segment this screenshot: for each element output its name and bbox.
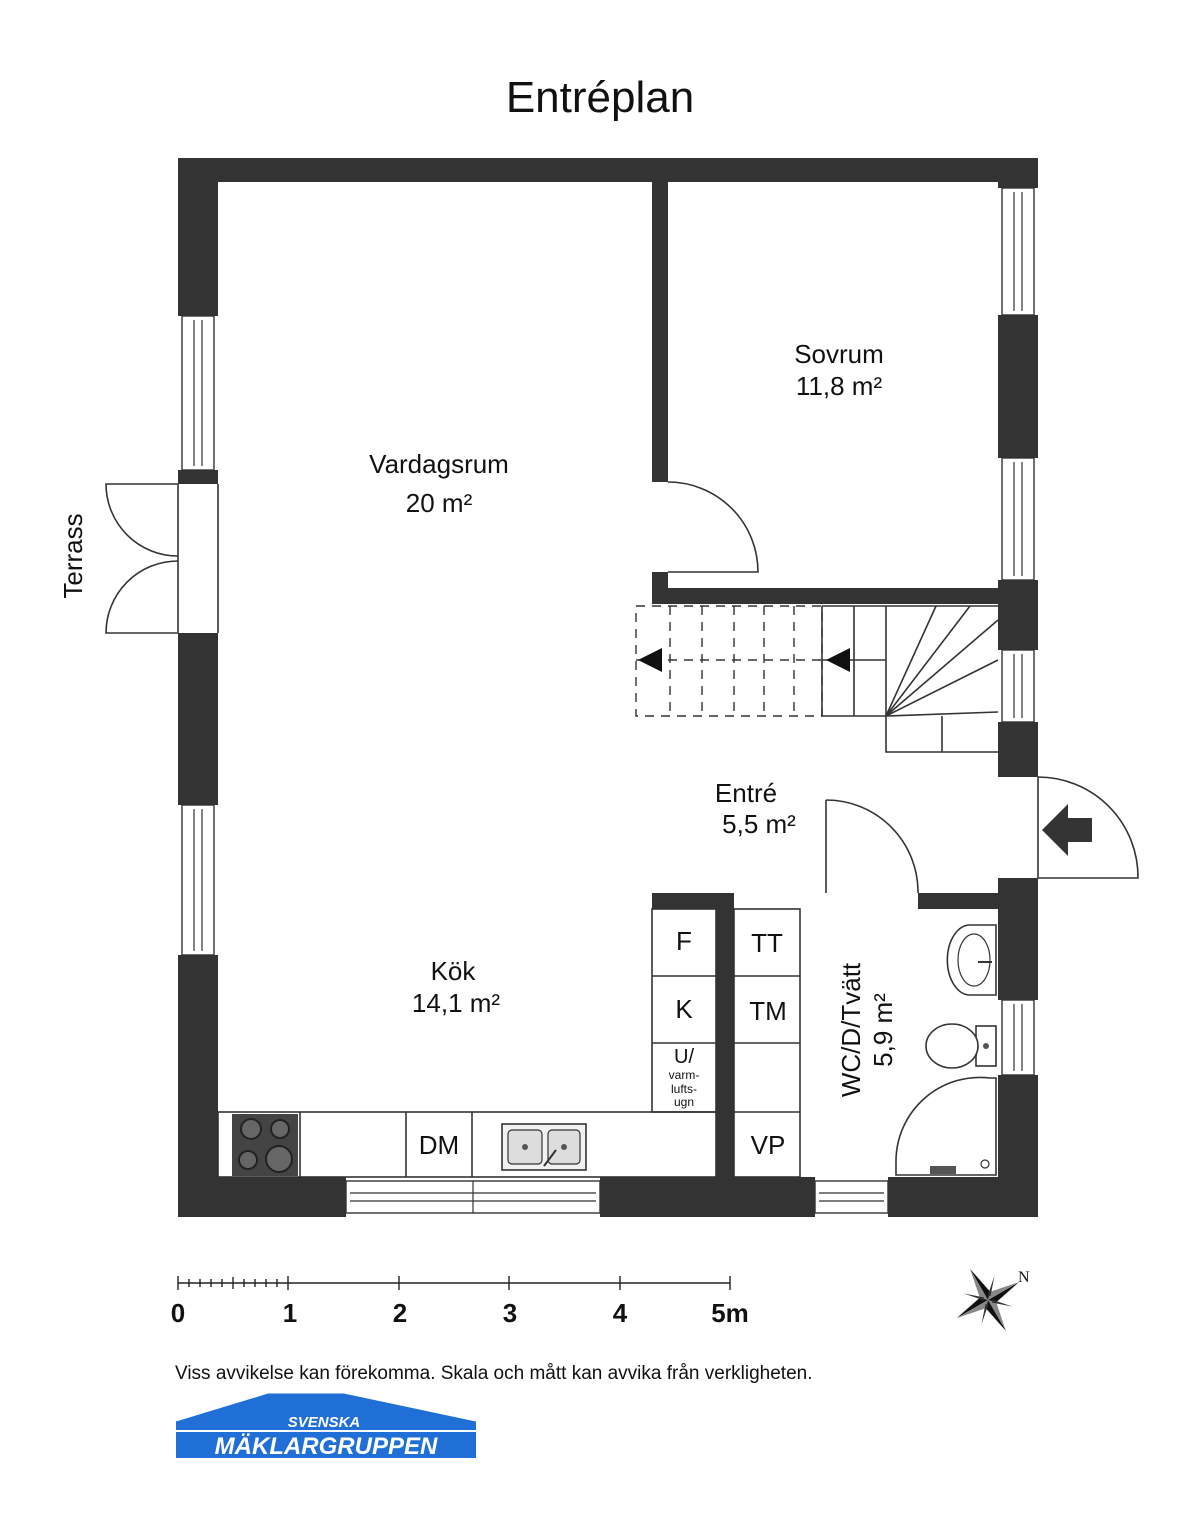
appliance-vp: VP <box>751 1130 786 1160</box>
scale-label-2: 2 <box>393 1298 407 1328</box>
toilet-icon <box>925 1023 997 1069</box>
disclaimer-text: Viss avvikelse kan förekomma. Skala och … <box>175 1363 813 1384</box>
room-kok-area: 14,1 m² <box>412 988 500 1018</box>
scale-label-1: 1 <box>283 1298 297 1328</box>
scale-label-5m: 5m <box>711 1298 749 1328</box>
appliance-f: F <box>676 926 692 956</box>
appliance-u-line4: ugn <box>674 1095 694 1109</box>
appliance-tm: TM <box>749 996 787 1026</box>
entry-arrow-icon <box>1042 804 1092 856</box>
appliance-u-line3: lufts- <box>671 1082 697 1096</box>
stove-icon <box>232 1114 298 1176</box>
appliance-tt: TT <box>751 928 783 958</box>
walls <box>178 158 1038 1217</box>
doors <box>105 481 1139 894</box>
room-entre-name: Entré <box>715 778 777 808</box>
scale-bar: 0 1 2 3 4 5m <box>171 1276 749 1328</box>
appliance-k: K <box>675 994 693 1024</box>
staircase <box>635 605 999 753</box>
appliance-u-line2: varm- <box>669 1068 700 1082</box>
room-vardagsrum-area: 20 m² <box>406 488 473 518</box>
room-wc-area: 5,9 m² <box>868 993 898 1067</box>
logo-line2: MÄKLARGRUPPEN <box>215 1433 438 1460</box>
windows <box>181 187 1035 1214</box>
room-sovrum-name: Sovrum <box>794 339 884 369</box>
room-sovrum-area: 11,8 m² <box>796 371 883 401</box>
appliance-u: U/ <box>674 1046 694 1068</box>
logo: SVENSKA MÄKLARGRUPPEN <box>175 1390 477 1460</box>
shower-icon <box>895 1076 997 1176</box>
room-wc-name: WC/D/Tvätt <box>836 962 866 1097</box>
scale-label-4: 4 <box>613 1298 628 1328</box>
kitchen-counter <box>217 908 801 1178</box>
scale-label-3: 3 <box>503 1298 517 1328</box>
logo-line1: SVENSKA <box>288 1414 361 1431</box>
scale-label-0: 0 <box>171 1298 185 1328</box>
room-entre-area: 5,5 m² <box>722 809 796 839</box>
washbasin-icon <box>946 924 997 996</box>
sink-icon <box>501 1123 587 1171</box>
compass-n-label: N <box>1018 1269 1030 1286</box>
plan-title: Entréplan <box>506 73 694 122</box>
room-kok-name: Kök <box>431 956 477 986</box>
room-vardagsrum-name: Vardagsrum <box>369 449 509 479</box>
appliance-dm: DM <box>419 1130 459 1160</box>
terrace-label: Terrass <box>58 513 88 598</box>
compass-icon <box>956 1268 1020 1332</box>
